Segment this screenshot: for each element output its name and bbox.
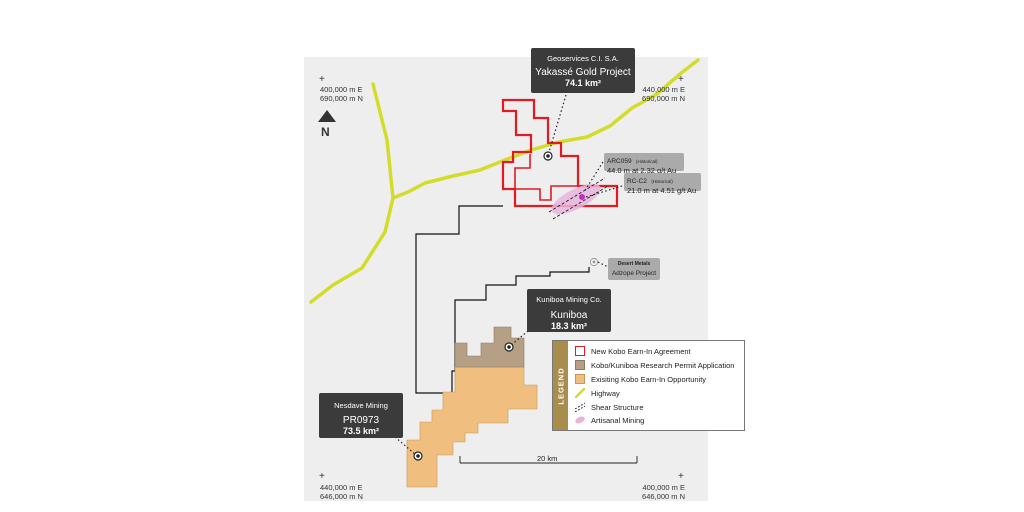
corner-cross-bottom-right: +: [678, 471, 684, 482]
north-label: N: [321, 125, 330, 139]
legend-item-artisanal: Artisanal Mining: [575, 414, 644, 426]
coord-bottom-left-e: 440,000 m E: [320, 483, 363, 492]
legend-item-label: Exisiting Kobo Earn-In Opportunity: [591, 374, 707, 384]
permit-application-area: [454, 326, 525, 368]
coord-bottom-right-e: 400,000 m E: [642, 483, 685, 492]
legend-tab: LEGEND: [553, 341, 568, 430]
corner-cross-top-right: +: [678, 74, 684, 85]
highway-swatch-icon: [575, 388, 585, 398]
project-marker-nesdave[interactable]: [413, 451, 423, 461]
brown-fill-swatch: [575, 360, 585, 370]
scale-bar-label: 20 km: [537, 454, 558, 463]
highway-northwest: [391, 58, 700, 200]
coord-top-right-n: 690,000 m N: [642, 94, 685, 103]
callout-kuniboa-company: Kuniboa Mining Co.: [536, 295, 602, 304]
coord-top-right: 440,000 m E 690,000 m N: [624, 85, 685, 103]
label-arc059-note: (Historical): [636, 159, 658, 164]
artisanal-swatch-icon: [575, 416, 585, 424]
label-arc059-hole: ARC059: [607, 158, 632, 165]
leader-nesdave: [394, 436, 417, 456]
highway-main: [309, 82, 395, 304]
callout-nesdave-area: 73.5 km²: [342, 426, 380, 436]
highway-lines: [309, 58, 700, 304]
legend-item-existing-earn-in: Exisiting Kobo Earn-In Opportunity: [575, 373, 706, 385]
corner-cross-bottom-left: +: [319, 471, 325, 482]
coord-top-right-e: 440,000 m E: [642, 85, 685, 94]
shear-line-lower: [552, 185, 609, 220]
legend-item-shear: Shear Structure: [575, 401, 644, 413]
callout-yakasse[interactable]: Geoservices C.I. S.A. Yakassé Gold Proje…: [531, 48, 635, 93]
scale-bar: [459, 456, 638, 464]
callout-yakasse-company: Geoservices C.I. S.A.: [547, 54, 619, 63]
legend-item-label: Shear Structure: [591, 402, 644, 412]
drill-hole-marker: [579, 194, 585, 200]
legend-item-label: Highway: [591, 388, 620, 398]
legend-item-highway: Highway: [575, 387, 620, 399]
coord-bottom-left-n: 646,000 m N: [320, 492, 363, 501]
orange-fill-swatch: [575, 374, 585, 384]
shear-line-upper: [548, 177, 606, 213]
existing-earn-in-area: [406, 366, 538, 488]
label-arc059-result: 44.0 m at 2.32 g/t Au: [607, 166, 677, 175]
callout-kuniboa-project: Kuniboa: [550, 310, 588, 321]
coord-bottom-left: 440,000 m E 646,000 m N: [320, 483, 363, 501]
north-arrow: N: [318, 110, 336, 147]
label-arc059[interactable]: ARC059 (Historical) 44.0 m at 2.32 g/t A…: [604, 153, 684, 175]
legend-item-label: Artisanal Mining: [591, 415, 645, 425]
callout-nesdave-company: Nesdave Mining: [334, 401, 388, 410]
coord-bottom-right: 400,000 m E 646,000 m N: [624, 483, 685, 501]
callout-nesdave-project: PR0973: [342, 415, 380, 426]
kobo-earn-in-outline: [501, 98, 619, 208]
coord-top-left-n: 690,000 m N: [320, 94, 363, 103]
label-adzope[interactable]: Desert Metals Adzope Project: [608, 258, 660, 280]
label-rcc2-note: (Historical): [651, 179, 673, 184]
legend: LEGEND New Kobo Earn-In Agreement Kobo/K…: [552, 340, 745, 431]
label-rcc2-result: 21.0 m at 4.51 g/t Au: [627, 186, 697, 195]
label-adzope-company: Desert Metals: [617, 261, 651, 267]
coord-top-left-e: 400,000 m E: [320, 85, 363, 94]
corner-cross-top-left: +: [319, 74, 325, 85]
label-rcc2[interactable]: RC-C2 (Historical) 21.0 m at 4.51 g/t Au: [624, 173, 701, 195]
artisanal-mining-zone: [551, 183, 601, 215]
legend-item-label: New Kobo Earn-In Agreement: [591, 346, 691, 356]
kobo-inner-boundary: [514, 154, 578, 201]
callout-yakasse-area: 74.1 km²: [564, 78, 602, 88]
legend-title: LEGEND: [556, 366, 565, 405]
regional-boundary-line: [415, 205, 590, 394]
coord-top-left: 400,000 m E 690,000 m N: [320, 85, 363, 103]
coord-bottom-right-n: 646,000 m N: [642, 492, 685, 501]
project-marker-adzope[interactable]: [589, 257, 599, 267]
callout-nesdave[interactable]: Nesdave Mining PR0973 73.5 km²: [319, 393, 403, 438]
label-adzope-project: Adzope Project: [611, 270, 657, 277]
callout-kuniboa[interactable]: Kuniboa Mining Co. Kuniboa 18.3 km²: [527, 289, 611, 332]
project-marker-kuniboa[interactable]: [504, 342, 514, 352]
project-marker-yakasse[interactable]: [543, 151, 553, 161]
legend-item-permit-application: Kobo/Kuniboa Research Permit Application: [575, 359, 734, 371]
legend-item-label: Kobo/Kuniboa Research Permit Application: [591, 360, 735, 370]
shear-swatch-icon: [575, 402, 585, 412]
label-rcc2-hole: RC-C2: [627, 178, 647, 185]
red-outline-swatch: [575, 346, 585, 356]
legend-item-kobo-earn-in: New Kobo Earn-In Agreement: [575, 345, 691, 357]
shear-structure: [548, 177, 609, 220]
callout-yakasse-project: Yakassé Gold Project: [535, 67, 631, 78]
callout-kuniboa-area: 18.3 km²: [550, 321, 588, 331]
north-arrow-icon: [318, 110, 336, 122]
